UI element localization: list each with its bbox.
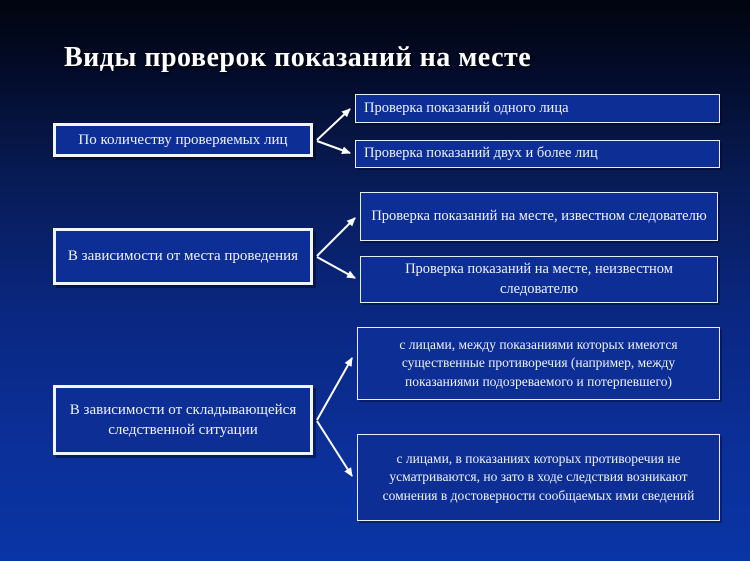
connector-arrow	[316, 357, 353, 421]
item-box-place-unknown: Проверка показаний на месте, неизвестном…	[360, 256, 718, 303]
connector-arrow	[316, 420, 353, 477]
connector-arrow	[316, 217, 356, 257]
item-box-two-or-more-persons: Проверка показаний двух и более лиц	[355, 140, 720, 168]
category-box-investigative-situation: В зависимости от складывающейся следстве…	[53, 385, 313, 455]
category-box-count-of-persons: По количеству проверяемых лиц	[53, 123, 313, 157]
connector-arrow	[316, 256, 356, 279]
item-box-doubts-in-reliability: с лицами, в показаниях которых противоре…	[357, 434, 720, 521]
item-box-one-person: Проверка показаний одного лица	[355, 94, 720, 123]
connector-arrow	[316, 140, 351, 155]
category-box-place-of-conduct: В зависимости от места проведения	[53, 228, 313, 285]
item-box-contradictions-exist: с лицами, между показаниями которых имею…	[357, 327, 720, 400]
slide-title: Виды проверок показаний на месте	[64, 42, 532, 73]
item-box-place-known: Проверка показаний на месте, известном с…	[360, 192, 718, 241]
connector-arrow	[316, 108, 351, 141]
